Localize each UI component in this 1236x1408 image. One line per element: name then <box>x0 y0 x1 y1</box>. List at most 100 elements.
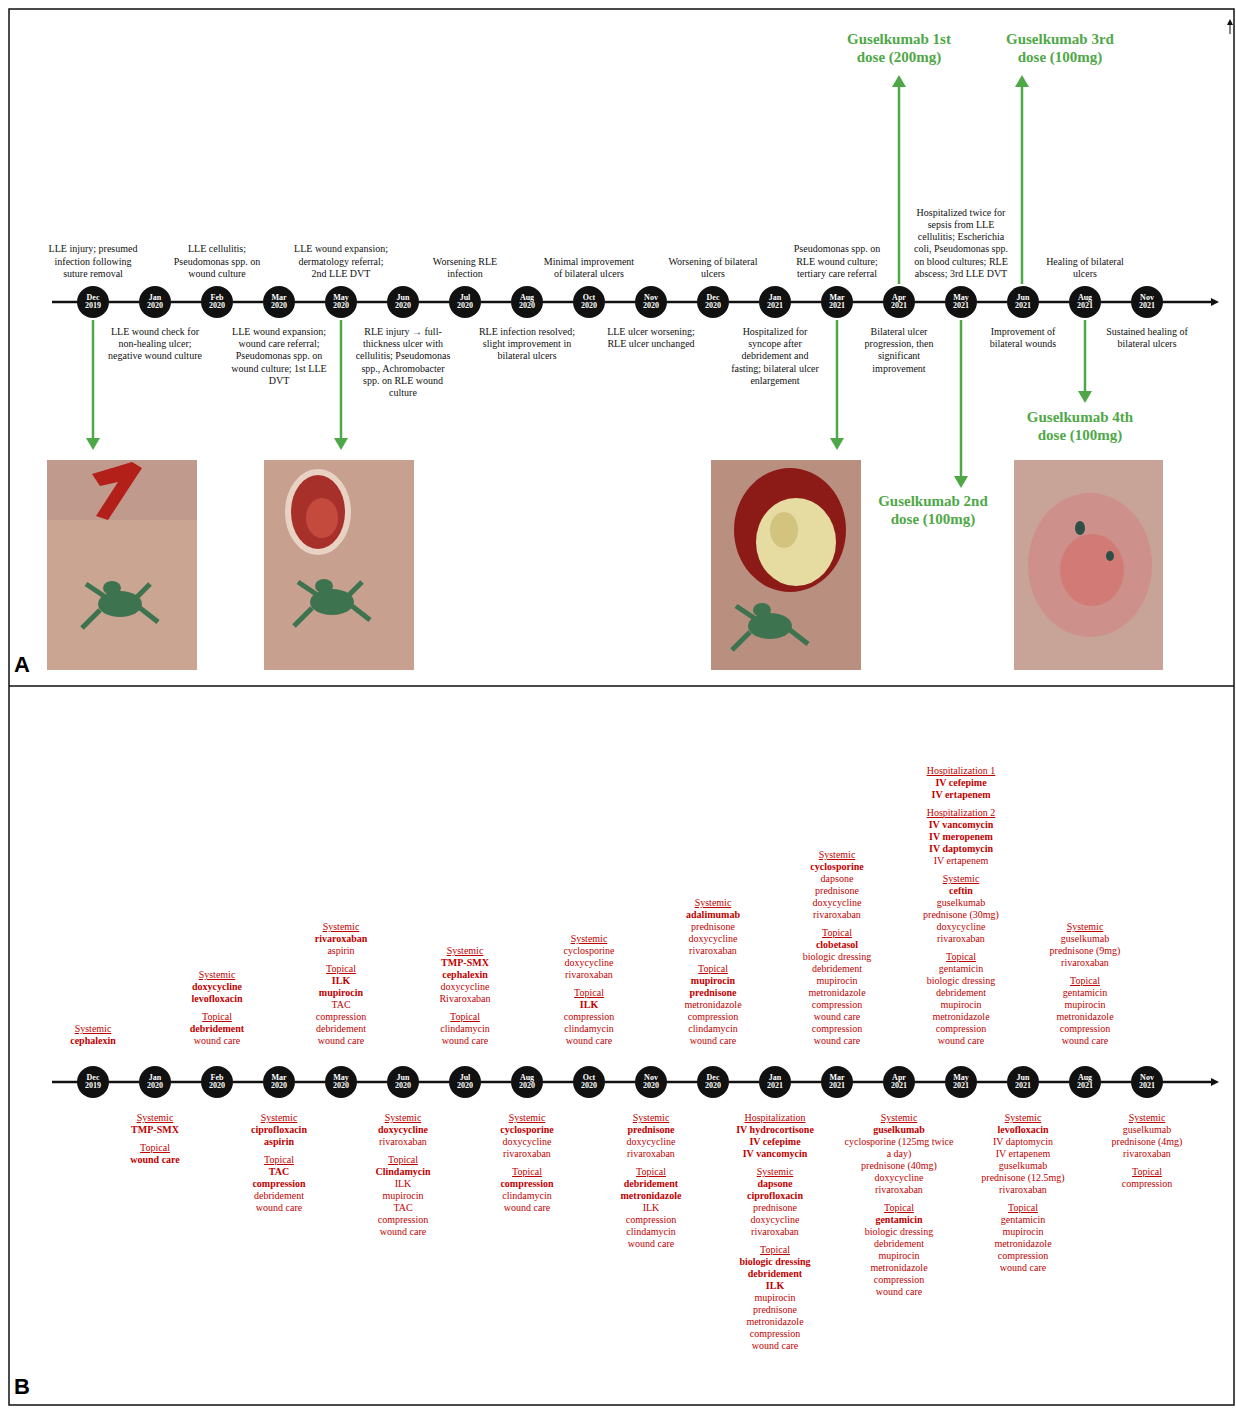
treatment-header: Systemic <box>1029 921 1141 933</box>
treatment-header: Systemic <box>37 1023 149 1035</box>
treatment-header: Systemic <box>161 969 273 981</box>
treatment-header: Hospitalization 2 <box>905 807 1017 819</box>
treatment-header: Topical <box>347 1154 459 1166</box>
treatment-item: guselkumab <box>905 897 1017 909</box>
treatment-item: wound care <box>409 1035 521 1047</box>
month-label: Nov 2021 <box>1134 1074 1160 1091</box>
treatment-item: IV daptomycin <box>905 843 1017 855</box>
treatment-item: compression <box>781 1023 893 1035</box>
month-label: Apr 2021 <box>886 1074 912 1091</box>
treatment-item: aspirin <box>223 1136 335 1148</box>
treatment-item: wound care <box>285 1035 397 1047</box>
treatment-item: debridement <box>161 1023 273 1035</box>
month-circle: Aug 2021 <box>1069 1066 1101 1098</box>
month-label: Mar 2021 <box>824 1074 850 1091</box>
treatment-item: prednisone <box>719 1304 831 1316</box>
month-circle: Dec 2019 <box>77 1066 109 1098</box>
month-label: May 2021 <box>948 294 974 311</box>
treatment-header: Systemic <box>471 1112 583 1124</box>
month-label: Dec 2019 <box>80 1074 106 1091</box>
dose-label: Guselkumab 3rd dose (100mg) <box>996 30 1124 66</box>
timeline-segment <box>481 1081 511 1084</box>
month-label: Mar 2020 <box>266 294 292 311</box>
panel-letter: B <box>14 1374 30 1400</box>
wound-photo <box>47 460 197 670</box>
green-arrow <box>954 320 968 488</box>
treatment-item: mupirocin <box>967 1226 1079 1238</box>
timeline-segment <box>605 301 635 304</box>
treatment-item: mupirocin <box>657 975 769 987</box>
treatment-item: debridement <box>781 963 893 975</box>
month-label: Nov 2020 <box>638 294 664 311</box>
month-circle: Jun 2020 <box>387 286 419 318</box>
timeline-segment <box>1039 1081 1069 1084</box>
timeline-segment <box>233 1081 263 1084</box>
month-circle: Oct 2020 <box>573 1066 605 1098</box>
treatment-header: Hospitalization <box>719 1112 831 1124</box>
month-circle: Jan 2020 <box>139 1066 171 1098</box>
timeline-segment <box>543 301 573 304</box>
treatment-item: biologic dressing <box>719 1256 831 1268</box>
treatment-item: TAC <box>285 999 397 1011</box>
treatment-header: Systemic <box>285 921 397 933</box>
treatment-item: cyclosporine (125mg twice a day) <box>843 1136 955 1160</box>
treatment-item: metronidazole <box>595 1190 707 1202</box>
event-note: LLE wound expansion; wound care referral… <box>230 326 328 387</box>
treatment-item: rivaroxaban <box>843 1184 955 1196</box>
treatment-item: debridement <box>719 1268 831 1280</box>
event-note: Hospitalized for syncope after debrideme… <box>726 326 824 387</box>
month-circle: Mar 2020 <box>263 286 295 318</box>
event-note: LLE wound check for non-healing ulcer; n… <box>106 326 204 363</box>
treatment-item: gentamicin <box>843 1214 955 1226</box>
treatment-item: adalimumab <box>657 909 769 921</box>
treatment-item: doxycycline <box>843 1172 955 1184</box>
month-label: Dec 2019 <box>80 294 106 311</box>
treatment-item: clindamycin <box>471 1190 583 1202</box>
treatment-item: ciprofloxacin <box>719 1190 831 1202</box>
treatment-item: gentamicin <box>967 1214 1079 1226</box>
treatment-header: Hospitalization 1 <box>905 765 1017 777</box>
timeline-segment <box>171 1081 201 1084</box>
month-circle: Aug 2021 <box>1069 286 1101 318</box>
dose-label: Guselkumab 1st dose (200mg) <box>835 30 963 66</box>
treatment-item: compression <box>843 1274 955 1286</box>
event-note: Improvement of bilateral wounds <box>974 326 1072 350</box>
treatment-item: guselkumab <box>1091 1124 1203 1136</box>
treatment-header: Systemic <box>905 873 1017 885</box>
month-label: Mar 2020 <box>266 1074 292 1091</box>
month-circle: Nov 2020 <box>635 286 667 318</box>
treatment-item: wound care <box>347 1226 459 1238</box>
treatment-item: compression <box>1029 1023 1141 1035</box>
treatment-item: metronidazole <box>719 1316 831 1328</box>
treatment-header: Topical <box>1029 975 1141 987</box>
month-circle: Mar 2021 <box>821 286 853 318</box>
treatment-header: Systemic <box>967 1112 1079 1124</box>
treatment-item: gentamicin <box>1029 987 1141 999</box>
treatment-item: prednisone (4mg) <box>1091 1136 1203 1148</box>
month-circle: Jan 2021 <box>759 1066 791 1098</box>
month-circle: Dec 2019 <box>77 286 109 318</box>
treatment-item: doxycycline <box>595 1136 707 1148</box>
treatment-item: TAC <box>347 1202 459 1214</box>
month-circle: Mar 2020 <box>263 1066 295 1098</box>
treatment-item: compression <box>595 1214 707 1226</box>
treatment-header: Systemic <box>347 1112 459 1124</box>
timeline-segment <box>729 1081 759 1084</box>
month-circle: Jun 2021 <box>1007 286 1039 318</box>
timeline-segment <box>1039 301 1069 304</box>
treatment-item: rivaroxaban <box>719 1226 831 1238</box>
treatment-item: debridement <box>843 1238 955 1250</box>
treatment-item: doxycycline <box>657 933 769 945</box>
treatment-item: wound care <box>1029 1035 1141 1047</box>
timeline-segment <box>419 1081 449 1084</box>
treatment-item: rivaroxaban <box>781 909 893 921</box>
timeline-segment <box>481 301 511 304</box>
event-note: LLE injury; presumed infection following… <box>44 243 142 280</box>
month-label: Feb 2020 <box>204 1074 230 1091</box>
timeline-segment <box>729 301 759 304</box>
treatment-item: dapsone <box>719 1178 831 1190</box>
treatment-item: IV ertapenem <box>905 789 1017 801</box>
treatment-item: mupirocin <box>1029 999 1141 1011</box>
treatment-item: biologic dressing <box>781 951 893 963</box>
treatment-item: mupirocin <box>285 987 397 999</box>
